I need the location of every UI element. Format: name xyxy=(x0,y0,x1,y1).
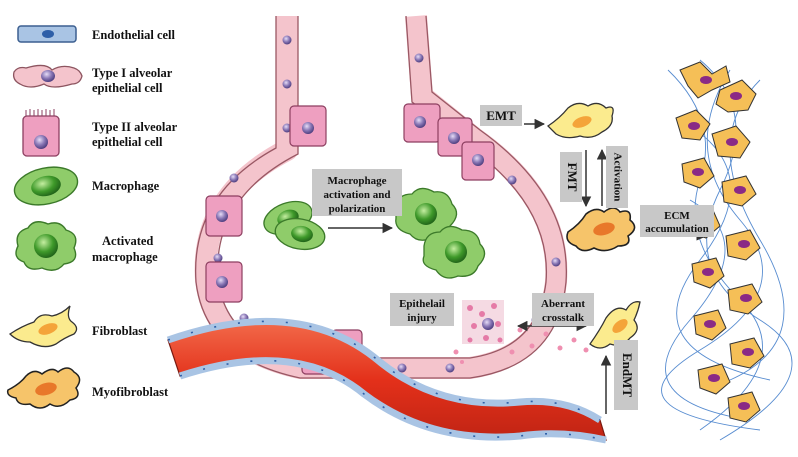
myofibroblast-center xyxy=(566,207,636,252)
ecm-fibrotic-tissue xyxy=(661,59,793,441)
svg-text:ECM: ECM xyxy=(664,210,690,222)
legend-activated-label-line2: macrophage xyxy=(92,250,158,264)
legend-myofibroblast-label: Myofibroblast xyxy=(92,385,169,399)
epithelial-injury-site xyxy=(462,300,504,344)
label-ecm-accumulation: ECM accumulation xyxy=(640,205,714,237)
emt-fibroblast xyxy=(546,102,614,139)
svg-text:accumulation: accumulation xyxy=(645,223,709,235)
svg-text:EMT: EMT xyxy=(486,108,516,123)
blood-vessel xyxy=(166,318,607,444)
svg-text:crosstalk: crosstalk xyxy=(542,312,585,324)
svg-text:FMT: FMT xyxy=(565,163,580,192)
activated-macrophage-cells xyxy=(395,187,486,279)
svg-text:injury: injury xyxy=(407,312,437,324)
legend-activated-label-line1: Activated xyxy=(102,234,153,248)
label-endmt: EndMT xyxy=(614,340,638,410)
label-fmt: FMT xyxy=(560,152,582,202)
legend-endothelial-label: Endothelial cell xyxy=(92,28,176,42)
legend-macrophage-icon xyxy=(13,166,79,206)
legend-type1-icon xyxy=(12,64,83,88)
label-emt: EMT xyxy=(480,105,522,126)
svg-text:polarization: polarization xyxy=(329,203,386,215)
svg-text:Activation: Activation xyxy=(611,153,623,202)
macrophage-cells xyxy=(263,200,326,251)
legend-type2-label-line1: Type II alveolar xyxy=(92,120,178,134)
svg-text:activation and: activation and xyxy=(324,189,391,201)
legend-fibroblast-icon xyxy=(8,305,78,348)
legend-type1-label-line2: epithelial cell xyxy=(92,81,163,95)
legend-macrophage-label: Macrophage xyxy=(92,179,160,193)
svg-text:Aberrant: Aberrant xyxy=(541,298,585,310)
legend: Endothelial cell Type I alveolar epithel… xyxy=(6,25,178,409)
label-activation: Activation xyxy=(606,146,628,208)
svg-text:Macrophage: Macrophage xyxy=(327,175,386,187)
label-aberrant-crosstalk: Aberrant crosstalk xyxy=(532,293,594,326)
svg-text:Epithelail: Epithelail xyxy=(399,298,445,310)
legend-type1-label-line1: Type I alveolar xyxy=(92,66,173,80)
legend-type2-label-line2: epithelial cell xyxy=(92,135,163,149)
legend-activated-macrophage-icon xyxy=(15,221,77,271)
signal-dots xyxy=(453,327,589,364)
label-epithelial-injury: Epithelail injury xyxy=(390,293,454,326)
legend-endothelial-icon xyxy=(17,25,77,43)
label-macrophage-polarization: Macrophage activation and polarization xyxy=(312,169,402,216)
legend-myofibroblast-icon xyxy=(6,367,81,409)
legend-fibroblast-label: Fibroblast xyxy=(92,324,148,338)
legend-type2-icon xyxy=(22,109,60,157)
endmt-fibroblast xyxy=(589,301,641,349)
svg-text:EndMT: EndMT xyxy=(620,353,635,397)
